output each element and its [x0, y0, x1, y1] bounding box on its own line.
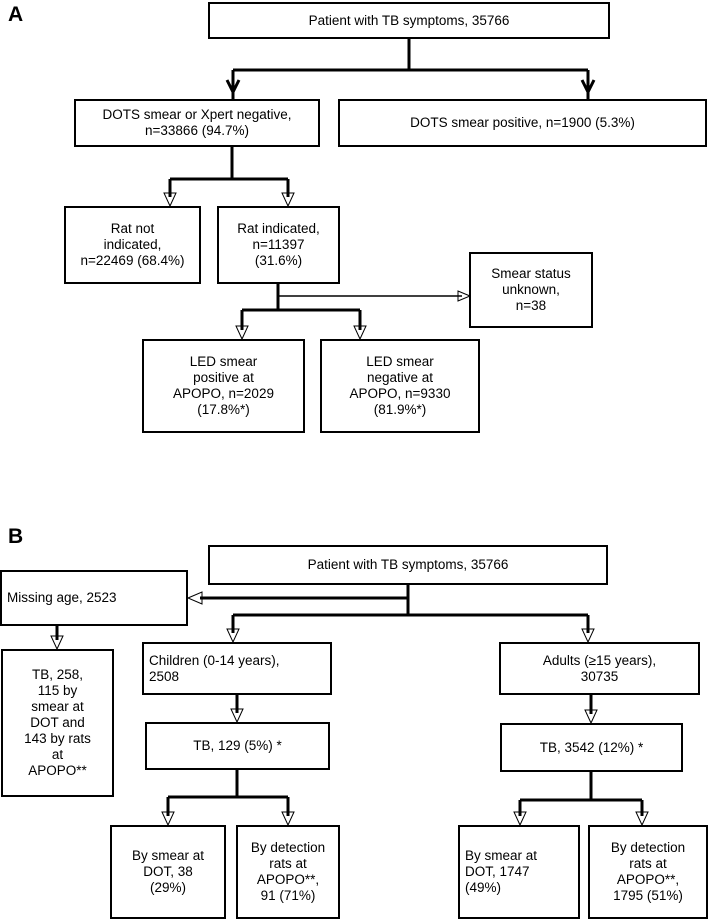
- node-b-missing-age-tb: TB, 258, 115 by smear at DOT and 143 by …: [1, 649, 114, 797]
- node-b-children-by-smear: By smear at DOT, 38 (29%): [110, 825, 226, 919]
- node-a-rat-indicated: Rat indicated, n=11397 (31.6%): [217, 206, 340, 284]
- node-a-root: Patient with TB symptoms, 35766: [208, 2, 610, 39]
- node-b-children: Children (0-14 years), 2508: [142, 642, 332, 695]
- panel-label-b: B: [8, 525, 24, 548]
- node-b-adults-by-smear: By smear at DOT, 1747 (49%): [458, 825, 580, 919]
- node-b-adults: Adults (≥15 years), 30735: [499, 642, 700, 695]
- node-b-missing-age: Missing age, 2523: [0, 570, 188, 626]
- panel-label-a: A: [8, 3, 24, 26]
- node-b-children-tb: TB, 129 (5%) *: [145, 722, 330, 770]
- node-b-root: Patient with TB symptoms, 35766: [208, 545, 608, 585]
- node-b-adults-tb: TB, 3542 (12%) *: [500, 723, 683, 772]
- node-b-children-by-rats: By detection rats at APOPO**, 91 (71%): [236, 825, 340, 919]
- node-a-rat-not-indicated: Rat not indicated, n=22469 (68.4%): [64, 206, 201, 284]
- node-a-led-smear-negative: LED smear negative at APOPO, n=9330 (81.…: [320, 339, 480, 433]
- node-a-dots-positive: DOTS smear positive, n=1900 (5.3%): [338, 99, 707, 147]
- node-a-led-smear-positive: LED smear positive at APOPO, n=2029 (17.…: [142, 339, 305, 433]
- node-a-dots-negative: DOTS smear or Xpert negative, n=33866 (9…: [74, 99, 320, 147]
- node-a-smear-status-unknown: Smear status unknown, n=38: [469, 252, 593, 328]
- node-b-adults-by-rats: By detection rats at APOPO**, 1795 (51%): [588, 825, 708, 919]
